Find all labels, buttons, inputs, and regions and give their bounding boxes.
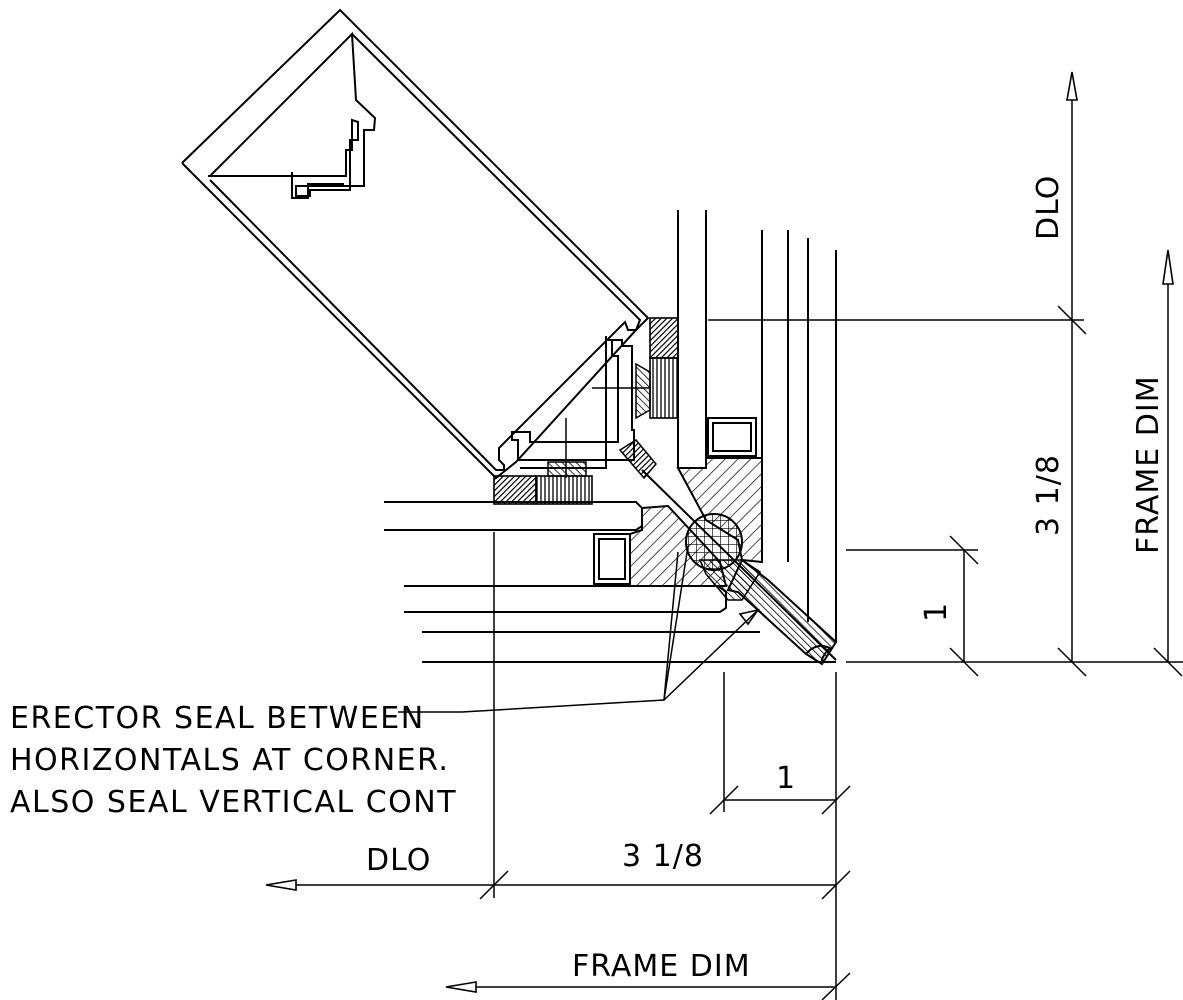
dim-horizontal-dlo: DLO	[366, 843, 431, 878]
note-line-2: HORIZONTALS AT CORNER.	[10, 743, 449, 778]
dim-vertical-dlo: DLO	[1031, 175, 1066, 240]
note-line-1: ERECTOR SEAL BETWEEN	[10, 701, 425, 736]
diagonal-cover-extrusion	[181, 8, 650, 480]
corner-seal-assembly	[641, 469, 838, 666]
horizontal-dimensions	[265, 532, 851, 1000]
dim-horizontal-1: 1	[776, 761, 796, 796]
vertical-dimensions	[708, 71, 1183, 677]
note-leaders	[398, 545, 760, 713]
dim-horizontal-frame-dim: FRAME DIM	[572, 949, 751, 984]
spacer-blocks	[493, 317, 679, 505]
dim-vertical-1: 1	[919, 602, 954, 622]
dim-vertical-3-1-8: 3 1/8	[1031, 454, 1066, 536]
note-line-3: ALSO SEAL VERTICAL CONT	[10, 785, 457, 820]
dim-horizontal-3-1-8: 3 1/8	[622, 839, 704, 874]
dim-vertical-frame-dim: FRAME DIM	[1131, 375, 1166, 554]
inner-retainer-clip	[511, 336, 657, 480]
